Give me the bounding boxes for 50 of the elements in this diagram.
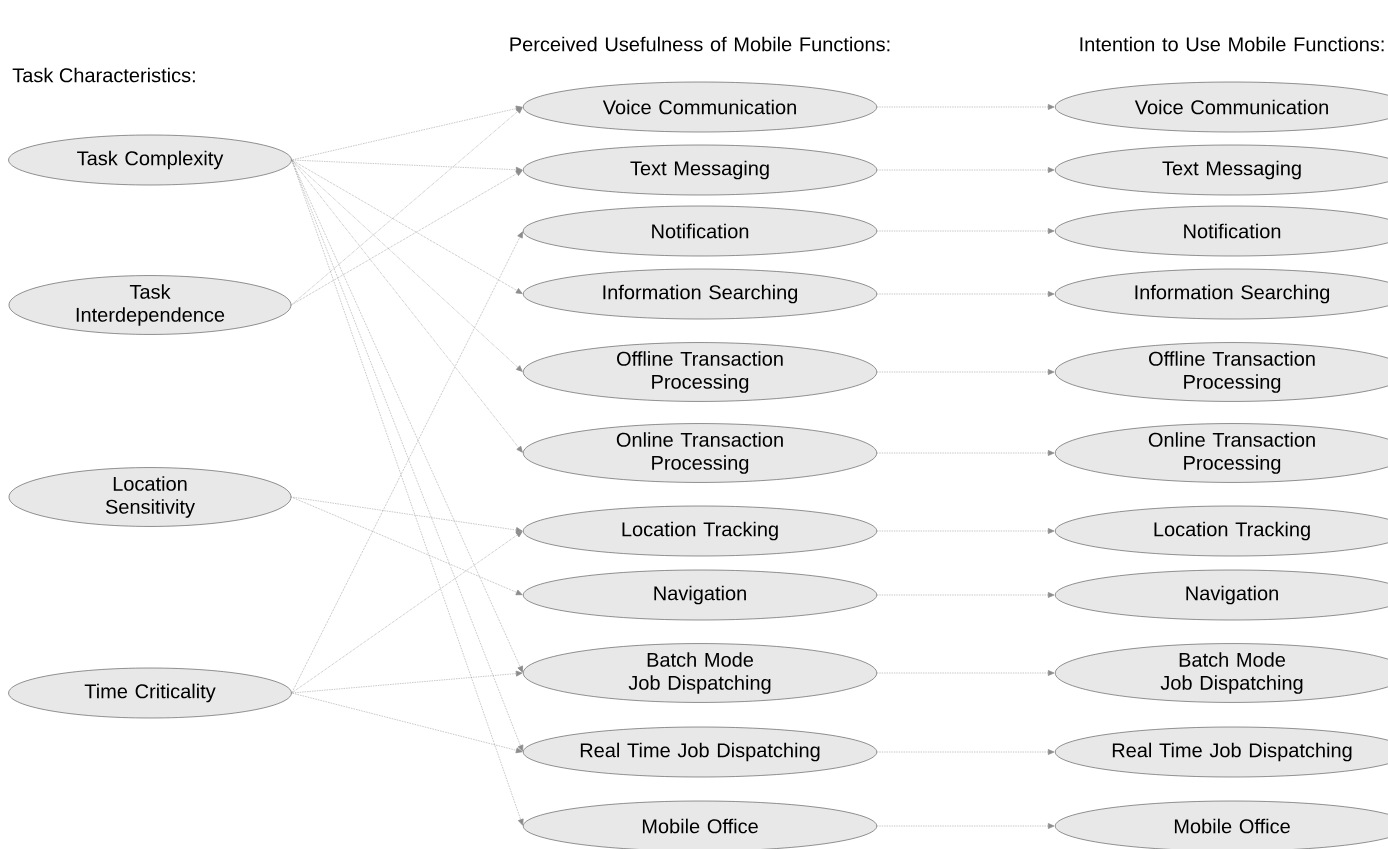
arrow (291, 670, 523, 694)
ellipse-node: Online Transaction Processing (1054, 423, 1388, 483)
arrow (876, 450, 1055, 456)
arrow (876, 167, 1055, 173)
ellipse-node: Location Tracking (1054, 505, 1388, 557)
arrow (876, 369, 1055, 375)
arrow (290, 496, 523, 533)
arrow (291, 692, 523, 754)
arrow (290, 496, 523, 596)
arrow (290, 170, 523, 306)
ellipse-node: Notification (522, 205, 878, 257)
arrow (290, 107, 523, 306)
ellipse-node: Mobile Office (522, 800, 878, 849)
ellipse-node: Offline Transaction Processing (522, 342, 878, 402)
arrow (876, 670, 1055, 676)
ellipse-node: Voice Communication (1054, 81, 1388, 133)
ellipse-node: Text Messaging (1054, 144, 1388, 196)
ellipse-node: Location Tracking (522, 505, 878, 557)
arrow (291, 159, 523, 453)
ellipse-node: Online Transaction Processing (522, 423, 878, 483)
ellipse-node: Real Time Job Dispatching (1054, 726, 1388, 778)
ellipse-node: Task Interdependence (8, 275, 292, 335)
arrow (291, 531, 523, 694)
heading: Intention to Use Mobile Functions: (1080, 36, 1384, 52)
ellipse-node: Batch Mode Job Dispatching (522, 643, 878, 703)
heading: Task Characteristics: (12, 67, 195, 83)
ellipse-node: Navigation (522, 569, 878, 621)
arrow (876, 528, 1055, 534)
ellipse-node: Real Time Job Dispatching (522, 726, 878, 778)
arrow (876, 749, 1055, 755)
ellipse-node: Batch Mode Job Dispatching (1054, 643, 1388, 703)
arrow (876, 592, 1055, 598)
arrow (876, 823, 1055, 829)
ellipse-node: Information Searching (1054, 268, 1388, 320)
ellipse-node: Task Complexity (8, 134, 292, 186)
ellipse-node: Location Sensitivity (8, 467, 292, 527)
ellipse-node: Text Messaging (522, 144, 878, 196)
ellipse-node: Voice Communication (522, 81, 878, 133)
arrow (291, 159, 523, 294)
arrow (876, 228, 1055, 234)
arrow (876, 104, 1055, 110)
arrow (291, 159, 523, 173)
ellipse-node: Mobile Office (1054, 800, 1388, 849)
ellipse-node: Notification (1054, 205, 1388, 257)
arrow (876, 291, 1055, 297)
ellipse-node: Offline Transaction Processing (1054, 342, 1388, 402)
ellipse-node: Time Criticality (8, 667, 292, 719)
heading: Perceived Usefulness of Mobile Functions: (510, 36, 890, 52)
ellipse-node: Information Searching (522, 268, 878, 320)
ellipse-node: Navigation (1054, 569, 1388, 621)
